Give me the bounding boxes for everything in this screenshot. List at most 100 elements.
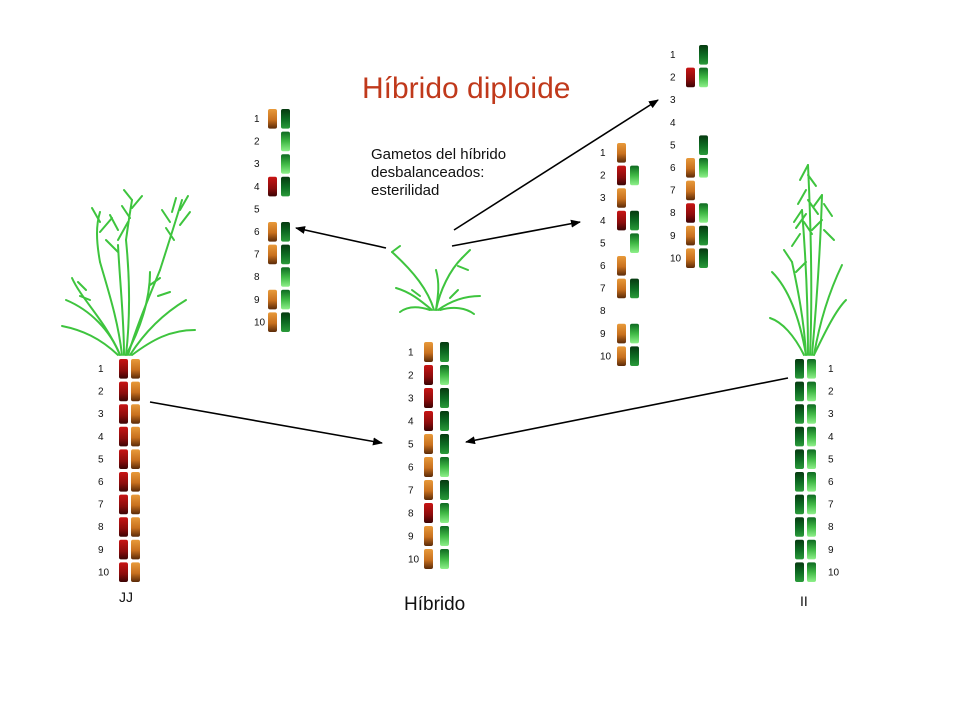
gamete-right-low-chromosome bbox=[630, 210, 639, 231]
arrow-ii-to-hybrid bbox=[465, 377, 789, 445]
karyotype-ii-chromosome bbox=[807, 381, 816, 402]
karyotype-ii-chromosome bbox=[795, 472, 804, 492]
gamete-left-chromosome-number: 9 bbox=[254, 295, 260, 306]
gamete-right-low-chromosome bbox=[617, 256, 626, 276]
karyotype-hybrid-chromosome-number: 3 bbox=[408, 393, 414, 404]
gamete-right-low-chromosome-number: 3 bbox=[600, 193, 606, 204]
gamete-right-low-chromosome bbox=[617, 165, 626, 186]
gamete-left-chromosome bbox=[281, 154, 290, 174]
karyotype-ii-chromosome bbox=[807, 472, 816, 492]
gamete-left-chromosome bbox=[281, 131, 290, 152]
karyotype-hybrid-chromosome bbox=[440, 411, 449, 431]
karyotype-jj-chromosome-number: 10 bbox=[98, 567, 110, 578]
arrow-hybrid-to-gamete-top bbox=[453, 99, 659, 231]
gamete-left-chromosome-number: 3 bbox=[254, 159, 260, 170]
gamete-right-low-chromosome bbox=[630, 233, 639, 253]
karyotype-hybrid-chromosome bbox=[424, 503, 433, 523]
gamete-right-low-chromosome-number: 10 bbox=[600, 351, 612, 362]
karyotype-jj-chromosome-number: 9 bbox=[98, 545, 104, 556]
gamete-left-chromosome bbox=[281, 267, 290, 287]
karyotype-ii-chromosome bbox=[795, 494, 804, 515]
karyotype-hybrid-chromosome-number: 7 bbox=[408, 485, 414, 496]
gamete-right-low-chromosome bbox=[630, 346, 639, 366]
arrows bbox=[149, 99, 789, 446]
gamete-right-high-chromosome bbox=[686, 180, 695, 201]
gamete-right-low-chromosome-number: 9 bbox=[600, 329, 606, 340]
gamete-left-chromosome bbox=[281, 109, 290, 129]
karyotype-jj-chromosome bbox=[131, 449, 140, 469]
gamete-right-high-chromosome bbox=[699, 203, 708, 223]
gamete-right-low-chromosome bbox=[617, 323, 626, 344]
gamete-right-low-chromosome-number: 8 bbox=[600, 306, 606, 317]
karyotype-jj-chromosome-number: 4 bbox=[98, 432, 104, 443]
karyotype-ii-chromosome bbox=[795, 404, 804, 424]
karyotype-hybrid-chromosome bbox=[424, 526, 433, 546]
gamete-right-low-chromosome bbox=[617, 346, 626, 366]
gamete-left-chromosome bbox=[281, 289, 290, 310]
gamete-left-chromosome bbox=[268, 109, 277, 129]
grass-plant-icon bbox=[61, 189, 196, 356]
gamete-note-line2: desbalanceados: bbox=[371, 164, 485, 181]
karyotype-jj-chromosome bbox=[119, 517, 128, 537]
gamete-right-high-chromosome-number: 7 bbox=[670, 186, 676, 197]
karyotype-jj-chromosome bbox=[131, 539, 140, 560]
karyotype-hybrid-chromosome bbox=[424, 480, 433, 500]
karyotype-hybrid-chromosome-number: 1 bbox=[408, 347, 414, 358]
gamete-left-chromosome bbox=[268, 222, 277, 242]
gamete-right-low-chromosome-number: 4 bbox=[600, 216, 606, 227]
karyotype-jj-chromosome bbox=[119, 381, 128, 402]
karyotype-hybrid-chromosome-number: 6 bbox=[408, 462, 414, 473]
gamete-right-high-chromosome-number: 8 bbox=[670, 208, 676, 219]
gamete-right-low-chromosome-number: 1 bbox=[600, 148, 606, 159]
karyotype-jj-chromosome-number: 8 bbox=[98, 522, 104, 533]
gamete-right-low-chromosome-number: 2 bbox=[600, 171, 606, 182]
karyotype-jj-chromosome bbox=[131, 562, 140, 582]
karyotype-jj-chromosome bbox=[119, 494, 128, 515]
gamete-right-high-chromosome bbox=[699, 45, 708, 65]
karyotype-hybrid-chromosome-number: 4 bbox=[408, 416, 414, 427]
gamete-note: Gametos del híbrido desbalanceados: este… bbox=[371, 146, 561, 200]
karyotype-ii-chromosome-number: 8 bbox=[828, 522, 834, 533]
karyotype-ii-chromosome bbox=[795, 426, 804, 447]
gamete-note-line1: Gametos del híbrido bbox=[371, 146, 507, 163]
gamete-right-high-chromosome bbox=[699, 67, 708, 88]
gamete-right-high-chromosome bbox=[699, 135, 708, 155]
karyotype-ii-chromosome-number: 1 bbox=[828, 364, 834, 375]
karyotype-hybrid-chromosome bbox=[424, 388, 433, 408]
karyotype-jj-chromosome bbox=[119, 562, 128, 582]
gamete-left-chromosome-number: 4 bbox=[254, 182, 260, 193]
karyotype-ii-chromosome bbox=[807, 562, 816, 582]
gamete-right-high-chromosome-number: 2 bbox=[670, 73, 676, 84]
karyotype-hybrid-chromosome-number: 2 bbox=[408, 370, 414, 381]
karyotype-hybrid-chromosome bbox=[440, 388, 449, 408]
gamete-right-high-chromosome bbox=[699, 225, 708, 246]
gamete-right-high-chromosome-number: 3 bbox=[670, 95, 676, 106]
karyotype-ii-chromosome-number: 10 bbox=[828, 567, 840, 578]
gamete-right-high-chromosome-number: 5 bbox=[670, 140, 676, 151]
karyotype-ii-chromosome bbox=[807, 517, 816, 537]
karyotype-ii-chromosome-number: 4 bbox=[828, 432, 834, 443]
karyotype-hybrid-chromosome bbox=[424, 549, 433, 569]
karyotype-jj-chromosome bbox=[119, 426, 128, 447]
karyotype-ii-chromosome-number: 7 bbox=[828, 500, 834, 511]
arrow-hybrid-to-gamete-left bbox=[295, 226, 387, 249]
gamete-left-chromosome-number: 7 bbox=[254, 250, 260, 261]
karyotype-jj-chromosome bbox=[131, 381, 140, 402]
karyotype-hybrid-chromosome bbox=[424, 342, 433, 362]
karyotype-ii-chromosome bbox=[807, 359, 816, 379]
gamete-right-low-chromosome bbox=[630, 165, 639, 186]
karyotype-ii-chromosome bbox=[807, 539, 816, 560]
parent-ii-label: II bbox=[800, 593, 808, 609]
gamete-left-chromosome bbox=[268, 176, 277, 197]
gamete-left-chromosome bbox=[268, 312, 277, 332]
karyotype-jj-chromosome bbox=[119, 472, 128, 492]
gamete-right-high-chromosome bbox=[686, 158, 695, 178]
page-title: Híbrido diploide bbox=[362, 72, 571, 105]
karyotype-hybrid-chromosome bbox=[440, 457, 449, 477]
karyotype-hybrid-chromosome bbox=[440, 549, 449, 569]
karyotype-ii-chromosome bbox=[795, 562, 804, 582]
karyotype-jj-chromosome bbox=[119, 449, 128, 469]
gamete-right-high-chromosome bbox=[686, 248, 695, 268]
